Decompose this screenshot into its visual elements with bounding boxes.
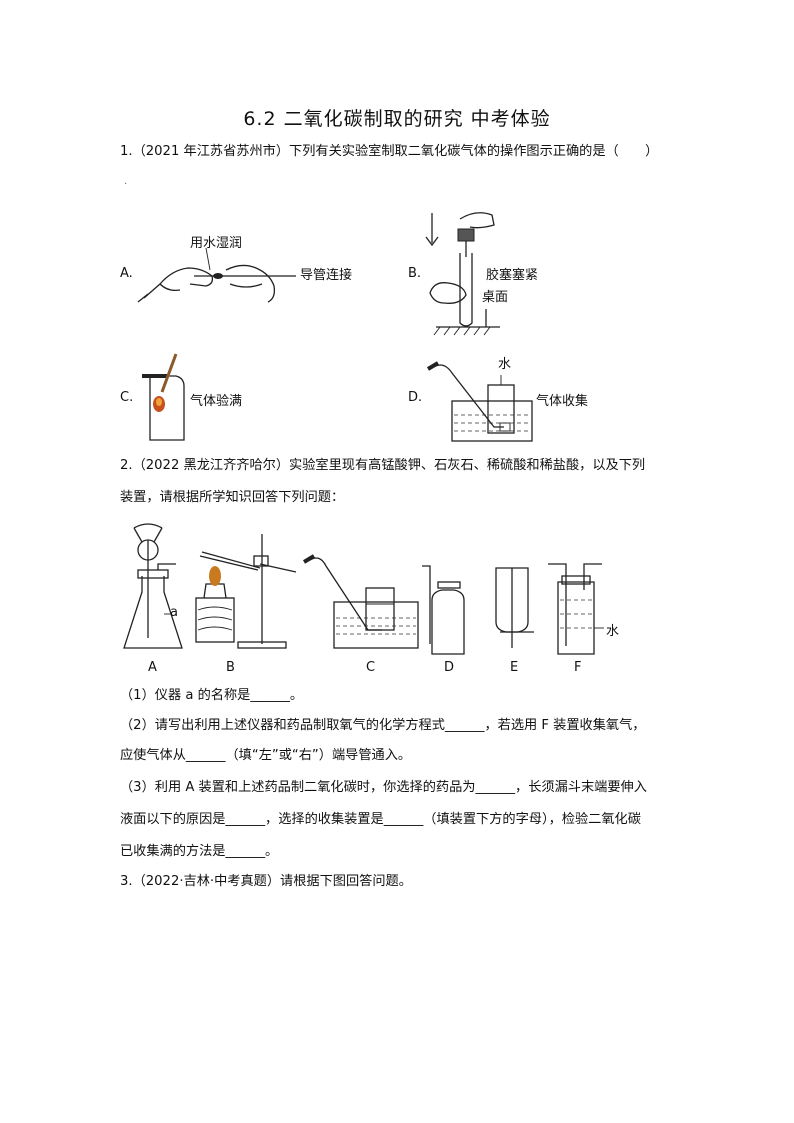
option-a-label-top: 用水湿润	[190, 236, 243, 251]
apparatus-label-a: A	[148, 660, 157, 675]
apparatus-label-e: E	[510, 660, 519, 675]
apparatus-a-label-a: a	[170, 605, 178, 620]
question-3-stem: 3.（2022·吉林·中考真题）请根据下图回答问题。	[120, 874, 412, 889]
option-d-letter: D.	[408, 390, 423, 405]
option-a-letter: A.	[120, 266, 133, 281]
question-2-sub3-line1: （3）利用 A 装置和上述药品制二氧化碳时，你选择的药品为______，长须漏斗…	[120, 780, 647, 795]
apparatus-label-b: B	[226, 660, 235, 675]
apparatus-c	[302, 554, 419, 649]
question-1-dot: .	[124, 176, 128, 187]
option-b-letter: B.	[408, 266, 422, 281]
option-c-letter: C.	[120, 390, 134, 405]
page-title: 6.2 二氧化碳制取的研究 中考体验	[243, 108, 551, 130]
apparatus-a	[123, 523, 183, 649]
question-1-stem: 1.（2021 年江苏省苏州市）下列有关实验室制取二氧化碳气体的操作图示正确的是…	[120, 144, 659, 159]
apparatus-e	[495, 567, 534, 648]
option-d-diagram	[426, 361, 533, 442]
option-d-label-right: 气体收集	[536, 394, 589, 409]
question-2-stem-line1: 2.（2022 黑龙江齐齐哈尔）实验室里现有高锰酸钾、石灰石、稀硫酸和稀盐酸，以…	[120, 458, 646, 473]
option-a-diagram	[137, 247, 296, 303]
option-b-label-desk: 桌面	[482, 290, 509, 305]
question-2-sub2-line2: 应使气体从______（填“左”或“右”）端导管通入。	[120, 748, 412, 763]
question-2-sub1: （1）仪器 a 的名称是______。	[120, 688, 304, 703]
option-b-diagram	[425, 212, 500, 336]
question-2-stem-line2: 装置，请根据所学知识回答下列问题：	[120, 490, 345, 505]
question-2-sub2-line1: （2）请写出利用上述仪器和药品制取氧气的化学方程式______，若选用 F 装置…	[120, 718, 646, 733]
question-2-sub3-line3: 已收集满的方法是______。	[120, 844, 279, 859]
apparatus-f	[548, 563, 604, 655]
option-a-label-right: 导管连接	[300, 268, 353, 283]
apparatus-d	[422, 565, 465, 655]
apparatus-label-f: F	[574, 660, 582, 675]
apparatus-diagram	[123, 523, 604, 655]
option-b-label-right: 胶塞塞紧	[486, 268, 539, 283]
apparatus-f-label-water: 水	[606, 624, 620, 639]
option-d-label-top: 水	[498, 357, 512, 372]
apparatus-label-c: C	[366, 660, 376, 675]
apparatus-label-d: D	[444, 660, 455, 675]
apparatus-b	[195, 534, 297, 649]
question-2-sub3-line2: 液面以下的原因是______，选择的收集装置是______（填装置下方的字母），…	[120, 812, 641, 827]
option-c-diagram	[142, 353, 185, 441]
option-c-label-right: 气体验满	[190, 394, 243, 409]
